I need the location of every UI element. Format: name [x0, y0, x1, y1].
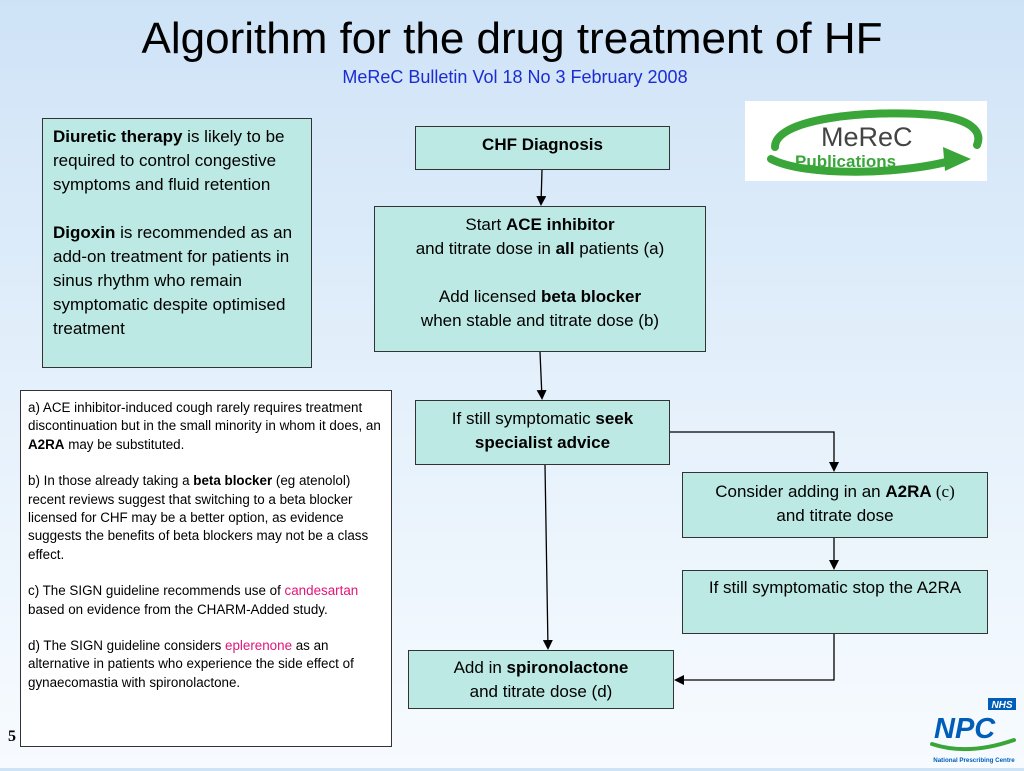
ace-line-4: when stable and titrate dose (b) — [420, 311, 660, 330]
stop-a2ra-box: If still symptomatic stop the A2RA — [682, 570, 988, 634]
nhs-wordmark: NHS — [991, 700, 1012, 711]
note-a-tail: may be substituted. — [64, 436, 185, 452]
chf-diagnosis-box: CHF Diagnosis — [415, 126, 670, 170]
all-label: all — [555, 239, 575, 258]
digoxin-paragraph: Digoxin is recommended as an add-on trea… — [53, 221, 301, 341]
npc-logo: NHS NPC National Prescribing Centre — [928, 698, 1020, 766]
a2ra-label: A2RA — [885, 482, 932, 501]
note-b-beta-blocker: beta blocker — [193, 473, 273, 489]
ace-inhibitor-label: ACE inhibitor — [506, 215, 615, 234]
digoxin-label: Digoxin — [53, 223, 116, 242]
arrow-ace-to-specialist — [536, 351, 547, 400]
a2ra-note-ref: (c) — [931, 482, 955, 501]
arrow-specialist-to-spiro — [542, 464, 553, 650]
page-number: 5 — [8, 728, 16, 745]
seek-specialist-label: seek specialist advice — [474, 409, 634, 452]
note-c-tail: based on evidence from the CHARM-Added s… — [28, 601, 328, 617]
arrow-stop-to-spiro — [674, 634, 835, 685]
seek-specialist-box: If still symptomatic seek specialist adv… — [415, 400, 670, 465]
note-c-text: c) The SIGN guideline recommends use of — [28, 583, 285, 599]
spiro-line-1: Add in spironolactone — [409, 656, 673, 680]
a2ra-line-1: Consider adding in an A2RA (c) — [683, 480, 987, 504]
add-licensed-text: Add licensed — [438, 287, 541, 306]
still-symptomatic-text: If still symptomatic — [451, 409, 596, 428]
chf-diagnosis-label: CHF Diagnosis — [482, 135, 603, 154]
page-title: Algorithm for the drug treatment of HF — [141, 14, 883, 63]
merec-logo-graphic: MeReC Publications — [767, 109, 983, 176]
merec-publications-logo: MeReC Publications — [745, 101, 987, 181]
ace-line-3: Add licensed beta blocker — [375, 285, 705, 309]
ace-line-1: Start ACE inhibitor — [375, 213, 705, 237]
titrate-text: and titrate dose in — [415, 239, 556, 258]
diuretic-digoxin-note: Diuretic therapy is likely to be require… — [42, 118, 312, 368]
note-c: c) The SIGN guideline recommends use of … — [28, 582, 381, 619]
note-a-text: a) ACE inhibitor-induced cough rarely re… — [28, 400, 381, 434]
note-a: a) ACE inhibitor-induced cough rarely re… — [28, 399, 381, 454]
note-d-text: d) The SIGN guideline considers — [28, 638, 225, 654]
a2ra-box: Consider adding in an A2RA (c) and titra… — [682, 472, 988, 538]
consider-adding-text: Consider adding in an — [715, 482, 886, 501]
digoxin-text: is recommended as an add-on treatment fo… — [53, 223, 293, 338]
publications-wordmark: Publications — [795, 152, 896, 171]
npc-caption: National Prescribing Centre — [933, 757, 1015, 764]
arrow-specialist-to-a2ra — [670, 431, 839, 472]
a2ra-line-2: and titrate dose — [776, 506, 894, 525]
stop-a2ra-text: If still symptomatic stop the A2RA — [708, 578, 962, 597]
note-b-tail: (eg atenolol) recent reviews suggest tha… — [28, 473, 369, 562]
diuretic-paragraph: Diuretic therapy is likely to be require… — [53, 125, 301, 197]
note-d-eplerenone: eplerenone — [225, 638, 293, 654]
footnotes-box: a) ACE inhibitor-induced cough rarely re… — [20, 390, 392, 747]
spironolactone-label: spironolactone — [506, 658, 629, 677]
npc-logo-graphic: NHS NPC National Prescribing Centre — [930, 698, 1016, 764]
spironolactone-box: Add in spironolactone and titrate dose (… — [408, 650, 674, 709]
note-d-tail: as an alternative in patients who experi… — [28, 638, 354, 690]
note-c-candesartan: candesartan — [284, 583, 359, 599]
ace-inhibitor-box: Start ACE inhibitor and titrate dose in … — [374, 206, 706, 352]
spiro-line-2: and titrate dose (d) — [469, 682, 613, 701]
arrow-diagnosis-to-ace — [536, 169, 547, 206]
npc-wordmark: NPC — [934, 713, 996, 745]
ace-line-2: and titrate dose in all patients (a) — [375, 237, 705, 261]
note-b: b) In those already taking a beta blocke… — [28, 472, 381, 564]
page-subtitle: MeReC Bulletin Vol 18 No 3 February 2008 — [342, 67, 688, 87]
note-a-a2ra: A2RA — [28, 436, 65, 452]
diuretic-therapy-label: Diuretic therapy — [53, 127, 183, 146]
add-in-text: Add in — [453, 658, 507, 677]
patients-text: patients (a) — [574, 239, 665, 258]
merec-wordmark: MeReC — [821, 122, 913, 152]
ace-start-text: Start — [465, 215, 506, 234]
note-d: d) The SIGN guideline considers eplereno… — [28, 637, 381, 692]
diuretic-text: is likely to be required to control cong… — [53, 127, 285, 194]
beta-blocker-label: beta blocker — [540, 287, 642, 306]
note-b-text: b) In those already taking a — [28, 473, 194, 489]
